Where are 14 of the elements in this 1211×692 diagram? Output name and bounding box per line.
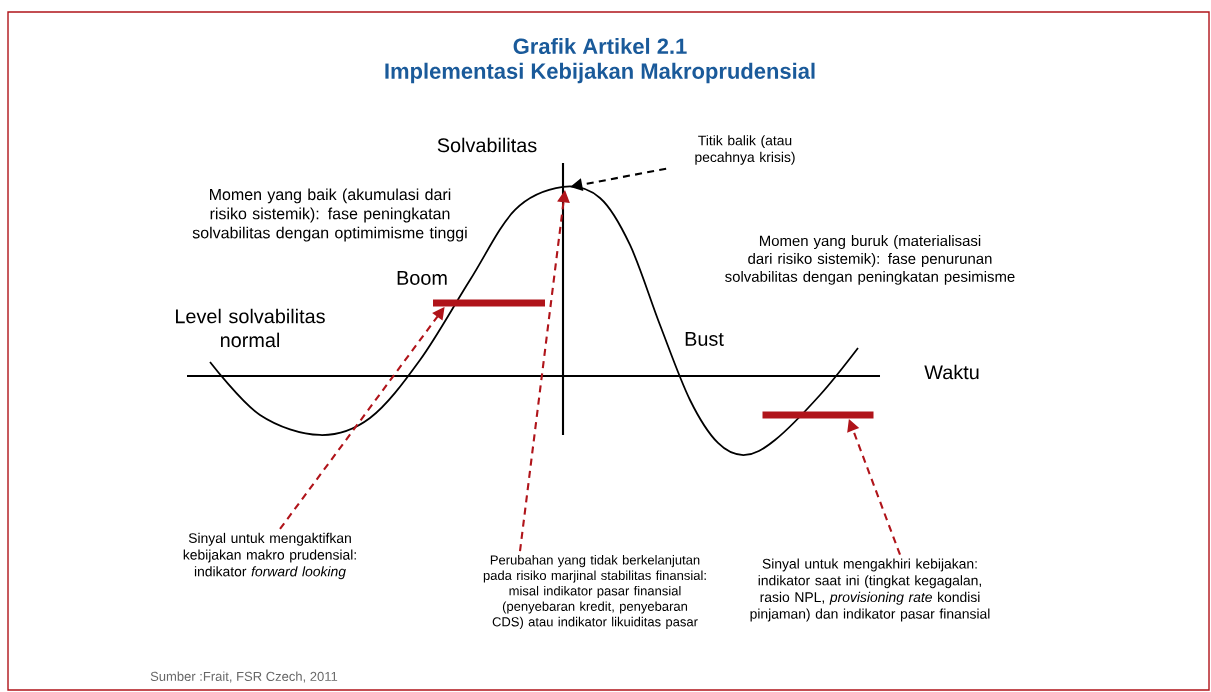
- axis-label: Waktu: [924, 364, 979, 380]
- title: Grafik Artikel 2.1: [513, 37, 687, 55]
- annotation-text: Level solvabilitas normal: [176, 308, 325, 348]
- annotation-text: Perubahan yang tidak berkelanjutan pada risiko marjinal stabilitas finansial: misal indikator pasar finansial (penyebaran kredit, penyebaran CDS) atau indikator likuiditas pasar: [483, 555, 706, 629]
- annotation-text: Titik balik (atau pecahnya krisis): [695, 135, 795, 165]
- axis-label: Solvabilitas: [437, 137, 537, 153]
- annotation-text: Sinyal untuk mengakhiri kebijakan: indikator saat ini (tingkat kegagalan, rasio NPL, provisioning rate kondisi pinjaman) dan indikator pasar finansial: [750, 558, 990, 622]
- annotation-text: Momen yang buruk (materialisasi dari risiko sistemik): fase penurunan solvabilitas dengan peningkatan pesimisme: [725, 235, 1015, 285]
- phase-label: Boom: [397, 271, 447, 285]
- annotation-text: Sinyal untuk mengaktifkan kebijakan makro prudensial: indikator forward looking: [183, 532, 356, 580]
- annotation-text: Momen yang baik (akumulasi dari risiko sistemik): fase peningkatan solvabilitas dengan optimimisme tinggi: [192, 188, 467, 242]
- source-note: Sumber :Frait, FSR Czech, 2011: [150, 671, 338, 683]
- subtitle: Implementasi Kebijakan Makroprudensial: [385, 62, 815, 84]
- phase-label: Bust: [685, 332, 724, 346]
